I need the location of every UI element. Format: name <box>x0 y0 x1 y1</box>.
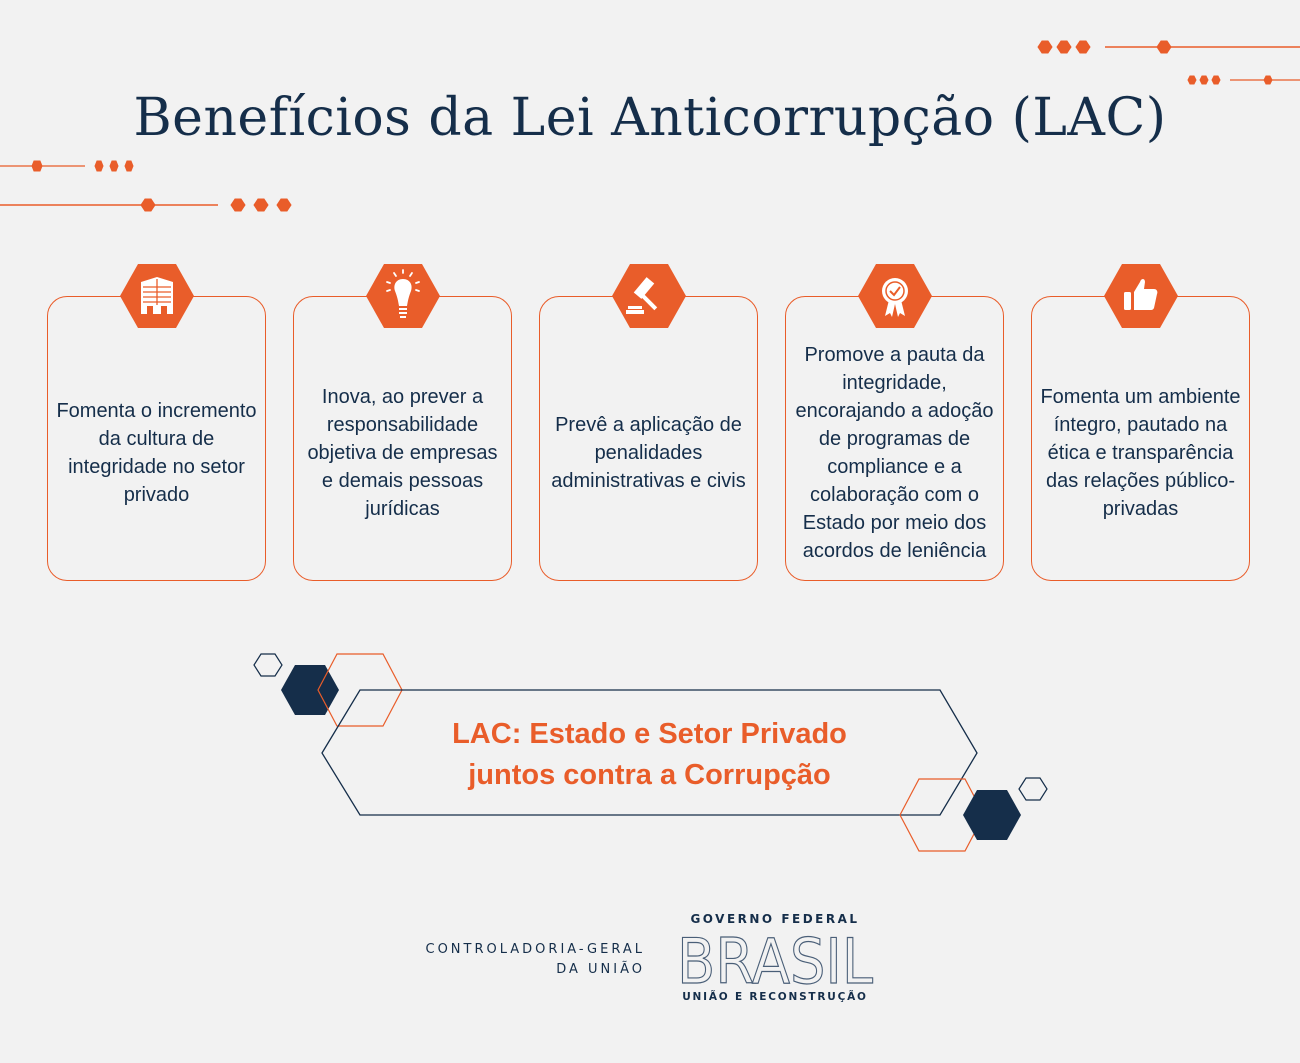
lightbulb-icon <box>366 264 440 328</box>
cgu-line-2: DA UNIÃO <box>556 962 645 977</box>
card-text: Inova, ao prever a responsabilidade obje… <box>307 385 498 520</box>
card-text: Fomenta o incremento da cultura de integ… <box>56 399 257 506</box>
benefit-card: Fomenta um ambiente íntegro, pautado na … <box>1031 264 1250 581</box>
thumbs-up-icon <box>1104 264 1178 328</box>
building-icon <box>120 264 194 328</box>
decorative-dot-lines <box>0 40 1300 212</box>
card-text: Prevê a aplicação de penalidades adminis… <box>551 413 746 492</box>
cgu-logo-text: CONTROLADORIA-GERAL DA UNIÃO <box>426 940 646 980</box>
banner-line-1: LAC: Estado e Setor Privado <box>452 718 847 750</box>
cgu-line-1: CONTROLADORIA-GERAL <box>425 942 645 957</box>
card-text: Promove a pauta da integridade, encoraja… <box>795 343 994 562</box>
benefit-card: Promove a pauta da integridade, encoraja… <box>785 264 1004 581</box>
benefit-card: Fomenta o incremento da cultura de integ… <box>47 264 266 581</box>
banner-hexagon-frame <box>253 653 1048 852</box>
gov-federal-label: GOVERNO FEDERAL <box>690 912 860 926</box>
banner-line-2: juntos contra a Corrupção <box>468 759 831 791</box>
benefit-card: Inova, ao prever a responsabilidade obje… <box>293 264 512 581</box>
benefit-card: Prevê a aplicação de penalidades adminis… <box>539 264 758 581</box>
gov-slogan: UNIÃO E RECONSTRUÇÃO <box>682 991 868 1003</box>
card-text: Fomenta um ambiente íntegro, pautado na … <box>1040 385 1241 520</box>
brasil-logo: BRASIL <box>676 934 874 986</box>
banner-slogan: LAC: Estado e Setor Privado juntos contr… <box>322 714 977 796</box>
brasil-logo-text: BRASIL <box>677 934 873 986</box>
page-title: Benefícios da Lei Anticorrupção (LAC) <box>133 88 1167 148</box>
award-badge-icon <box>858 264 932 328</box>
gavel-icon <box>612 264 686 328</box>
